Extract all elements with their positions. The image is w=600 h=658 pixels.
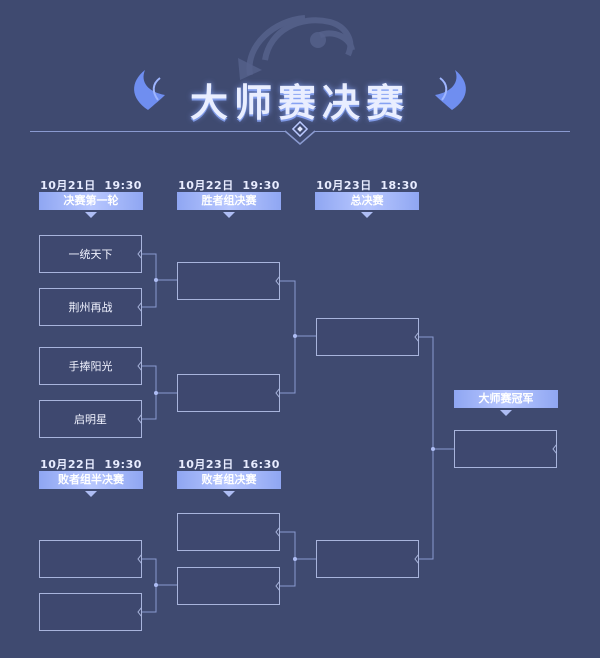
match-slot-losers-semi-1[interactable] [39,540,142,578]
match-slot-winners-final-1[interactable] [177,262,280,300]
page-title: 大师赛决赛 [189,80,410,125]
stage-losers-semi-arrow-icon [85,491,97,497]
match-slot-losers-semi-2[interactable] [39,593,142,631]
stage-losers-final-date: 10月23日 16:30 [178,458,280,471]
stage-champion-label: 大师赛冠军 [454,390,558,408]
stage-r1-label: 决赛第一轮 [39,192,143,210]
stage-winners-final-label: 胜者组决赛 [177,192,281,210]
stage-winners-final-arrow-icon [223,212,235,218]
match-slot-r1-3[interactable]: 手捧阳光 [39,347,142,385]
slot-notch-icon [414,332,419,342]
slot-notch-icon [275,527,280,537]
stage-r1-date: 10月21日 19:30 [40,179,142,192]
stage-champion-arrow-icon [500,410,512,416]
match-slot-losers-final-1[interactable] [177,513,280,551]
stage-r1-arrow-icon [85,212,97,218]
match-slot-grand-final-2[interactable] [316,540,419,578]
stage-losers-semi-date: 10月22日 19:30 [40,458,142,471]
diamond-icon [284,120,316,145]
wing-left-icon [134,70,165,110]
wing-right-icon [435,70,466,110]
slot-notch-icon [275,276,280,286]
match-slot-r1-4[interactable]: 启明星 [39,400,142,438]
stage-grand-final-arrow-icon [361,212,373,218]
slot-notch-icon [137,302,142,312]
header-divider-right [315,131,570,132]
match-slot-champion[interactable] [454,430,557,468]
team-name: 荆州再战 [68,301,113,314]
slot-notch-icon [275,581,280,591]
match-slot-r1-2[interactable]: 荆州再战 [39,288,142,326]
slot-notch-icon [275,388,280,398]
team-name: 手捧阳光 [68,360,113,373]
header-divider-left [30,131,285,132]
slot-notch-icon [137,554,142,564]
slot-notch-icon [414,554,419,564]
dragon-emblem-icon [238,15,355,80]
stage-losers-final-label: 败者组决赛 [177,471,281,489]
page-header: 大师赛决赛 [0,0,600,150]
match-slot-r1-1[interactable]: 一统天下 [39,235,142,273]
slot-notch-icon [137,414,142,424]
slot-notch-icon [552,444,557,454]
stage-grand-final-label: 总决赛 [315,192,419,210]
stage-losers-final-arrow-icon [223,491,235,497]
slot-notch-icon [137,607,142,617]
slot-notch-icon [137,361,142,371]
match-slot-winners-final-2[interactable] [177,374,280,412]
team-name: 启明星 [74,413,107,426]
stage-winners-final-date: 10月22日 19:30 [178,179,280,192]
team-name: 一统天下 [68,248,113,261]
match-slot-grand-final-1[interactable] [316,318,419,356]
slot-notch-icon [137,249,142,259]
match-slot-losers-final-2[interactable] [177,567,280,605]
stage-losers-semi-label: 败者组半决赛 [39,471,143,489]
stage-grand-final-date: 10月23日 18:30 [316,179,418,192]
